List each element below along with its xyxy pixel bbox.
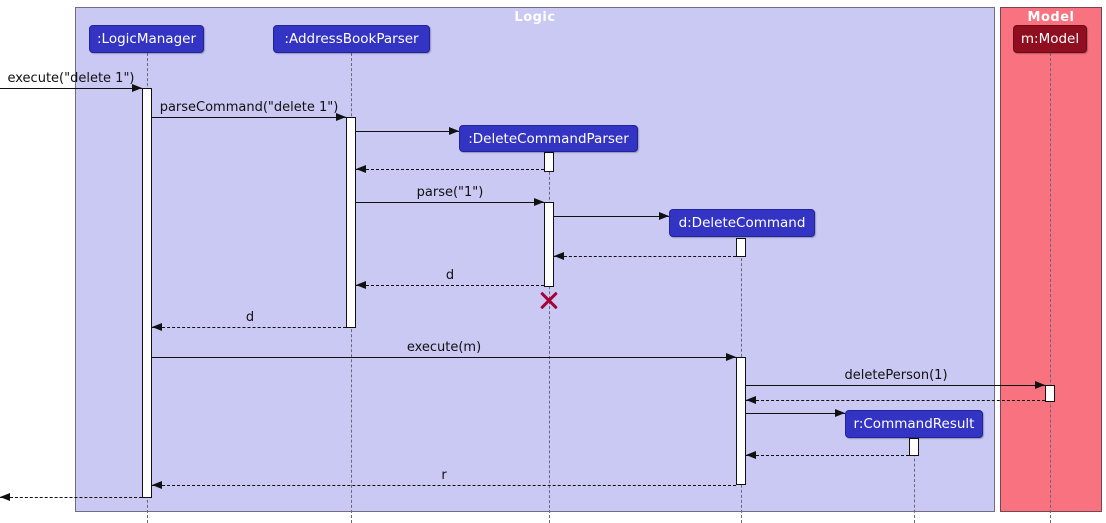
activation-bar-commandresult xyxy=(909,438,919,456)
message-arrow-execute-m xyxy=(152,357,736,358)
message-arrow-return-13 xyxy=(746,455,909,456)
message-arrow-return-15 xyxy=(0,497,142,498)
participant-addressbookparser: :AddressBookParser xyxy=(273,25,430,53)
activation-bar-deletecommand xyxy=(736,238,746,257)
message-arrow-d xyxy=(356,285,544,286)
arrowhead-icon xyxy=(659,212,669,220)
arrowhead-icon xyxy=(746,451,756,459)
message-arrow-deleteperson-1 xyxy=(746,385,1045,386)
arrowhead-icon xyxy=(152,481,162,489)
message-arrow-r xyxy=(152,485,736,486)
message-label: d xyxy=(245,310,255,325)
message-label: parseCommand("delete 1") xyxy=(159,100,339,115)
arrowhead-icon xyxy=(726,353,736,361)
arrowhead-icon xyxy=(152,323,162,331)
message-label: deletePerson(1) xyxy=(844,368,948,383)
message-arrow-return-6 xyxy=(554,256,736,257)
message-arrow-parse-1 xyxy=(356,202,544,203)
message-arrow-return-3 xyxy=(356,169,544,170)
activation-bar-deletecommandparser xyxy=(544,202,554,287)
activation-bar-deletecommand xyxy=(736,357,746,485)
arrowhead-icon xyxy=(0,493,10,501)
participant-logicmanager: :LogicManager xyxy=(89,25,204,53)
message-label: execute("delete 1") xyxy=(7,71,135,86)
activation-bar-deletecommandparser xyxy=(544,152,554,172)
frame-logic: Logic xyxy=(75,7,995,512)
arrowhead-icon xyxy=(356,281,366,289)
arrowhead-icon xyxy=(1035,381,1045,389)
activation-bar-logicmanager xyxy=(142,88,152,498)
message-arrow-return-11 xyxy=(746,400,1045,401)
message-arrow-return-5 xyxy=(554,216,669,217)
message-arrow-d xyxy=(152,327,346,328)
message-label: r xyxy=(441,468,447,483)
participant-deletecommand: d:DeleteCommand xyxy=(669,209,815,237)
arrowhead-icon xyxy=(336,113,346,121)
message-label: d xyxy=(445,268,455,283)
arrowhead-icon xyxy=(356,165,366,173)
message-arrow-return-12 xyxy=(746,413,845,414)
arrowhead-icon xyxy=(554,252,564,260)
frame-model: Model xyxy=(1000,7,1102,512)
frame-model-title: Model xyxy=(1027,10,1075,25)
lifeline-deletecommandparser xyxy=(549,152,550,523)
activation-bar-addressbookparser xyxy=(346,117,356,328)
participant-model: m:Model xyxy=(1013,25,1087,53)
activation-bar-model xyxy=(1045,385,1055,402)
lifeline-commandresult xyxy=(914,438,915,523)
message-label: execute(m) xyxy=(406,340,482,355)
frame-logic-title: Logic xyxy=(514,10,556,25)
arrowhead-icon xyxy=(534,198,544,206)
participant-deletecommandparser: :DeleteCommandParser xyxy=(459,125,638,152)
message-arrow-parsecommand-delete-1 xyxy=(152,117,346,118)
participant-commandresult: r:CommandResult xyxy=(845,410,983,438)
message-arrow-execute-delete-1 xyxy=(0,88,142,89)
message-arrow-return-2 xyxy=(356,131,459,132)
destruction-x-icon xyxy=(538,289,560,311)
arrowhead-icon xyxy=(835,409,845,417)
arrowhead-icon xyxy=(746,396,756,404)
message-label: parse("1") xyxy=(416,185,484,200)
arrowhead-icon xyxy=(449,127,459,135)
arrowhead-icon xyxy=(132,84,142,92)
lifeline-model xyxy=(1050,53,1051,523)
